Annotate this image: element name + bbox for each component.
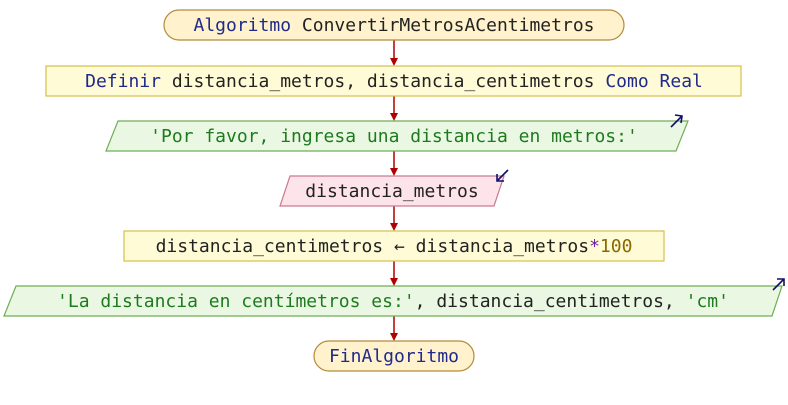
output-result-separator: ,	[664, 291, 686, 312]
start-terminal[interactable]: Algoritmo ConvertirMetrosACentimetros	[163, 9, 625, 41]
definition-process[interactable]: Definir distancia_metros, distancia_cent…	[45, 65, 742, 97]
output-prompt-block[interactable]: 'Por favor, ingresa una distancia en met…	[105, 114, 689, 152]
output-result-block[interactable]: 'La distancia en centímetros es:', dista…	[3, 278, 785, 317]
output-prompt-shape	[105, 120, 689, 152]
input-shape	[279, 175, 505, 207]
definition-text: Definir distancia_metros, distancia_cent…	[85, 71, 703, 92]
input-block[interactable]: distancia_metros	[279, 169, 509, 207]
type-keyword: Real	[660, 71, 703, 92]
input-arrow-icon	[496, 169, 509, 182]
assignment-operator: *	[589, 236, 600, 257]
assignment-text: distancia_centimetros ← distancia_metros…	[156, 236, 633, 257]
output-result-variable: distancia_centimetros	[436, 291, 664, 312]
input-variable-text: distancia_metros	[305, 181, 478, 202]
output-result-text: 'La distancia en centímetros es:', dista…	[57, 291, 729, 312]
assignment-process-shape	[123, 230, 665, 262]
definition-process-shape	[45, 65, 742, 97]
end-terminal[interactable]: FinAlgoritmo	[313, 340, 475, 372]
end-terminal-shape	[313, 340, 475, 372]
end-keyword: FinAlgoritmo	[329, 346, 459, 367]
algorithm-name: ConvertirMetrosACentimetros	[302, 15, 595, 36]
assignment-process[interactable]: distancia_centimetros ← distancia_metros…	[123, 230, 665, 262]
assignment-source: distancia_metros	[416, 236, 589, 257]
start-terminal-shape	[163, 9, 625, 41]
definition-variables: distancia_metros, distancia_centimetros	[172, 71, 595, 92]
assignment-target: distancia_centimetros	[156, 236, 384, 257]
output-arrow-icon	[670, 114, 683, 128]
output-result-unit: 'cm'	[686, 291, 729, 312]
output-prompt-text: 'Por favor, ingresa una distancia en met…	[150, 126, 638, 147]
output-result-string: 'La distancia en centímetros es:'	[57, 291, 415, 312]
output-result-separator: ,	[415, 291, 437, 312]
start-terminal-text: Algoritmo ConvertirMetrosACentimetros	[194, 15, 595, 36]
como-keyword: Como	[605, 71, 648, 92]
definir-keyword: Definir	[85, 71, 161, 92]
assignment-value: 100	[600, 236, 633, 257]
output-result-shape	[3, 285, 783, 317]
assignment-arrow: ←	[394, 236, 405, 257]
start-keyword: Algoritmo	[194, 15, 292, 36]
output-arrow-icon	[772, 278, 785, 291]
